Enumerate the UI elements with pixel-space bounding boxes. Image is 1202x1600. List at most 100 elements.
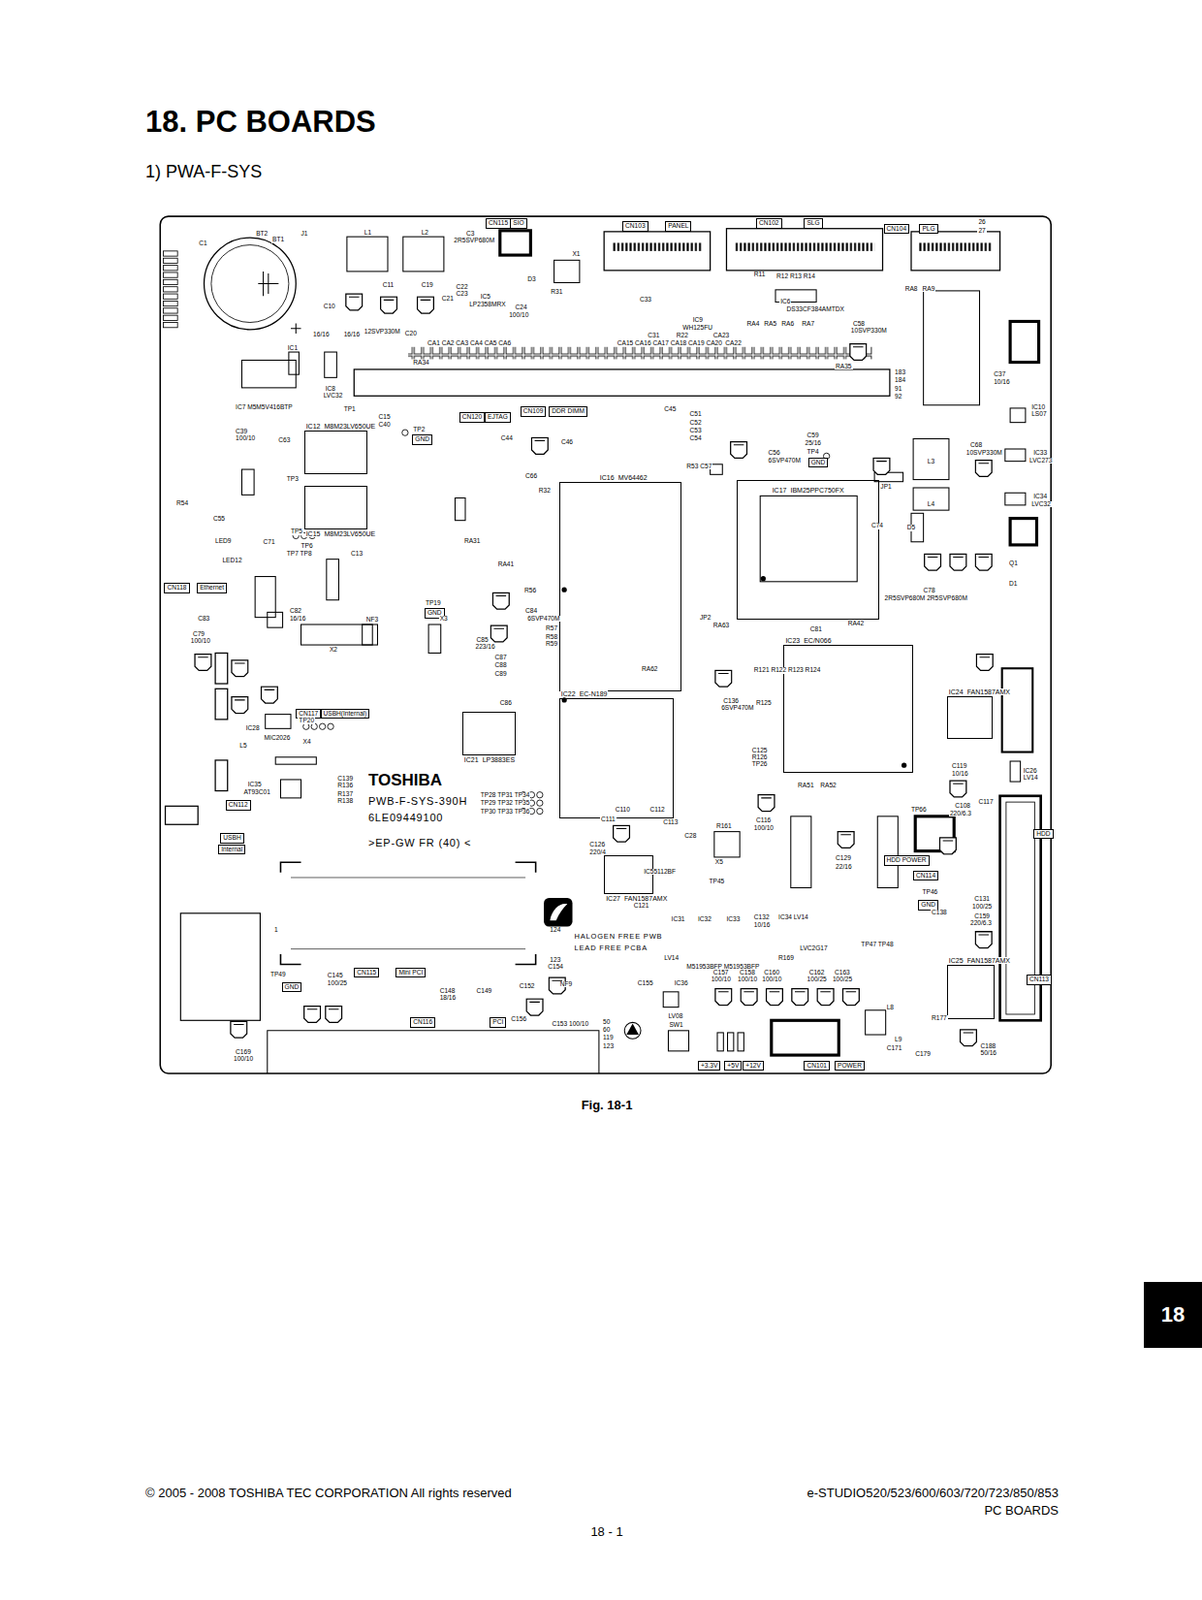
pcb-silkscreen-mark <box>303 723 310 729</box>
connector-tag: +5V <box>724 1060 742 1072</box>
pcb-silkscreen-mark <box>740 988 758 1006</box>
pcb-silkscreen-mark <box>275 757 317 764</box>
silkscreen-label: C156 <box>509 1015 528 1023</box>
silkscreen-label: IC32 <box>696 916 713 923</box>
ic-designation: IC17IBM25PPC750FX <box>771 486 846 494</box>
silkscreen-label: C160 <box>762 969 781 977</box>
pcb-silkscreen-mark <box>960 1029 978 1046</box>
silkscreen-label: C3 <box>465 230 475 238</box>
silkscreen-label: 2R5SVP680M 2R5SVP680M <box>884 595 969 602</box>
pcb-silkscreen-mark <box>663 991 679 1008</box>
silkscreen-label: 100/10 <box>736 976 759 983</box>
silkscreen-label: IC6 <box>779 298 791 306</box>
ic-package: IC12M8M23LV650UE <box>304 430 368 475</box>
slots <box>180 861 600 1074</box>
pcb-silkscreen-mark <box>791 988 809 1006</box>
silkscreen-label: 184 <box>893 377 907 384</box>
connector-name: Mini PCI <box>398 968 423 976</box>
silkscreen-label: C89 <box>493 670 507 678</box>
silkscreen-label: 16/16 <box>343 331 362 339</box>
silkscreen-label: X5 <box>714 858 725 866</box>
pcb-silkscreen-mark <box>162 315 178 320</box>
silkscreen-label: IC33 <box>725 916 741 923</box>
silkscreen-label: 1 <box>273 926 280 934</box>
pcb-silkscreen-mark <box>318 723 325 729</box>
pcb-silkscreen-mark <box>162 300 178 306</box>
silkscreen-label: DS33CF384AMTDX <box>786 306 846 314</box>
silkscreen-label: LED9 <box>214 537 233 545</box>
silkscreen-label: WH125FU <box>681 324 714 332</box>
silkscreen-label: TP46 <box>921 888 940 896</box>
silkscreen-label: R138 <box>336 797 354 805</box>
pcb-silkscreen-mark <box>667 1030 689 1051</box>
silkscreen-label: D3 <box>526 276 537 284</box>
silkscreen-label: Q1 <box>1008 560 1019 568</box>
pcb-silkscreen-mark <box>760 575 766 581</box>
silkscreen-label: 220/6.3 <box>969 919 993 927</box>
connector-tag: POWER <box>834 1060 865 1072</box>
silkscreen-label: LV08 <box>666 1012 684 1020</box>
silkscreen-label: TP7 TP8 <box>285 550 314 558</box>
ic-part-number: FAN1587AMX <box>967 956 1011 964</box>
silkscreen-label: R53 C57 <box>685 463 713 471</box>
silkscreen-label: 16/16 <box>288 615 308 623</box>
connector-tag: CN109 <box>520 406 547 417</box>
pcb-silkscreen-mark <box>737 1032 744 1051</box>
pcb-silkscreen-mark <box>911 231 1001 271</box>
ic-reference: IC24 <box>948 688 964 696</box>
silkscreen-label: R56 <box>523 587 538 595</box>
pin1-dots <box>561 575 907 768</box>
silkscreen-label: L2 <box>420 229 430 237</box>
silkscreen-label: C125 <box>751 747 769 755</box>
connector-name: CN103 <box>625 221 646 229</box>
silkscreen-label: 91 <box>893 385 903 393</box>
silkscreen-label: D5 <box>906 524 917 532</box>
silkscreen-label: RA41 <box>497 561 516 569</box>
pcb-silkscreen-mark <box>454 498 466 521</box>
silkscreen-label: CA15 CA16 CA17 CA18 CA19 CA20 <box>616 340 724 348</box>
pcb-silkscreen-mark <box>241 359 296 387</box>
silkscreen-label: C55 <box>212 515 226 523</box>
pcb-silkscreen-mark <box>730 442 748 459</box>
page-text: PC BOARDS <box>983 1503 1059 1517</box>
pad-row <box>408 347 873 360</box>
pcb-silkscreen-mark <box>290 877 526 949</box>
ic-designation: IC22EC-N189 <box>560 690 609 697</box>
silkscreen-label: 2R5SVP680M <box>452 237 496 245</box>
silkscreen-label: C149 <box>475 987 494 995</box>
pcb-silkscreen-mark <box>913 487 949 510</box>
silkscreen-label: L8 <box>885 1004 895 1012</box>
pcb-silkscreen-mark <box>771 1019 839 1055</box>
silkscreen-label: TP30 TP33 TP36 <box>479 808 532 816</box>
silkscreen-label: 100/25 <box>831 976 854 983</box>
silkscreen-label: C158 <box>738 969 757 977</box>
silkscreen-label: R12 R13 R14 <box>775 273 817 281</box>
silkscreen-label: R161 <box>715 822 733 830</box>
small-ics <box>241 289 1025 1051</box>
page-text: 1) PWA-F-SYS <box>145 162 262 181</box>
pcb-silkscreen-mark <box>230 1020 248 1038</box>
pcb-silkscreen-mark <box>162 257 178 263</box>
connector-name: GND <box>284 982 300 990</box>
silkscreen-label: IC55112BF <box>642 868 677 876</box>
ic-reference: IC12 <box>306 422 321 430</box>
silkscreen-label: C11 <box>381 282 396 289</box>
section-tab: 18 <box>1143 1281 1202 1348</box>
pcb-silkscreen-mark <box>180 913 260 1020</box>
recycle-mark <box>624 1021 641 1039</box>
pcb-silkscreen-mark <box>531 437 548 454</box>
pcb-silkscreen-mark <box>626 1022 639 1035</box>
pcb-silkscreen-mark <box>1005 492 1026 506</box>
pcb-silkscreen-mark <box>326 559 340 601</box>
pcb-silkscreen-mark <box>267 1030 600 1074</box>
silkscreen-label: R11 <box>753 271 767 279</box>
pcb-silkscreen-mark <box>324 351 338 378</box>
silkscreen-label: L3 <box>926 458 936 466</box>
connector-tag: Ethernet <box>196 582 227 594</box>
silkscreen-label: IC33 <box>1032 449 1048 457</box>
connector-tag: SIO <box>509 218 527 229</box>
silkscreen-label: 119 <box>601 1034 615 1042</box>
connector-name: PANEL <box>667 221 689 229</box>
ic-designation: IC15M8M23LV650UE <box>305 530 378 538</box>
